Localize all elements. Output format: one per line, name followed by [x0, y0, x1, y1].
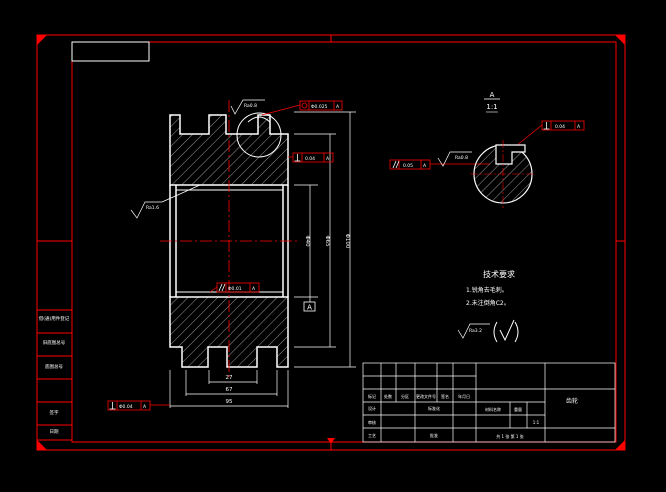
- tb-material: 材料名称: [485, 406, 501, 412]
- gdt-coax-value: Φ0.025: [311, 104, 328, 110]
- tech-req-title: 技术要求: [483, 269, 515, 279]
- roughness-left: Ra1.6: [146, 205, 159, 211]
- dim-phi100: Φ100: [344, 234, 350, 249]
- gdt-bore-value: Φ0.01: [228, 286, 242, 292]
- tech-req-item-1: 1.锐角去毛刺。: [466, 286, 508, 294]
- tb-mass-label: 重量: [514, 406, 522, 412]
- tb-standard: 标准化: [428, 405, 440, 411]
- tb-process: 工艺: [368, 433, 376, 438]
- dim-phi65: Φ65: [324, 235, 330, 247]
- dim-67: 67: [226, 387, 233, 393]
- roughness-top: Ra0.8: [244, 103, 257, 109]
- tb-label-change: 更改文件号: [416, 393, 436, 399]
- gdt-bore-datum: A: [252, 286, 256, 292]
- roughness-symbols: [130, 99, 490, 339]
- side-strip-text-2: 旧底图总号: [43, 339, 66, 346]
- gdt-perp-right-datum: A: [326, 156, 330, 162]
- section-scale: 1:1: [486, 103, 497, 111]
- gdt-parallel-value: 0.05: [403, 163, 413, 169]
- gdt-symbols: [109, 122, 550, 410]
- tb-label-sign: 签名: [441, 393, 449, 399]
- tb-label-mark: 标记: [368, 393, 376, 399]
- gdt-perp-bottom-value: Φ0.04: [119, 404, 133, 410]
- dim-phi40: Φ40: [304, 235, 310, 247]
- roughness-general: Ra3.2: [469, 328, 482, 334]
- datum-a-symbol: [303, 297, 316, 312]
- side-strip-text-4: 签字: [50, 409, 59, 416]
- datum-a-letter: A: [307, 304, 312, 312]
- dim-95: 95: [226, 399, 233, 405]
- tb-part-name: 齿轮: [566, 397, 578, 405]
- gdt-perp-section-value: 0.04: [555, 124, 565, 130]
- tb-ratio: 1:1: [533, 420, 540, 425]
- dim-27: 27: [226, 375, 233, 381]
- section-letter: A: [490, 91, 495, 99]
- roughness-default-symbol: [493, 319, 519, 343]
- side-strip: [36, 309, 73, 441]
- gdt-coax-datum: A: [336, 104, 340, 110]
- side-strip-text-1: 借(通)用件登记: [39, 315, 70, 322]
- tb-label-count: 处数: [384, 393, 392, 399]
- side-strip-text-5: 日期: [50, 429, 59, 435]
- tb-label-zone: 分区: [401, 393, 409, 399]
- tech-req-item-2: 2.未注倒角C2。: [466, 299, 510, 307]
- tb-designer: 设计: [368, 405, 376, 411]
- gdt-parallel-datum: A: [423, 163, 427, 169]
- roughness-section: Ra0.8: [455, 155, 468, 161]
- title-block: [362, 362, 616, 443]
- gdt-frames: [107, 100, 585, 411]
- dimension-lines: [169, 111, 356, 408]
- gdt-perp-section-datum: A: [577, 124, 581, 130]
- tb-sheet: 共 1 张 第 1 张: [496, 433, 523, 439]
- gdt-perp-bottom-datum: A: [143, 404, 147, 410]
- tb-label-date: 年月日: [458, 393, 470, 399]
- part-section-view: [160, 100, 300, 380]
- tb-approve: 批准: [430, 432, 438, 438]
- gdt-perp-right-value: 0.04: [305, 156, 315, 162]
- tb-review: 审核: [368, 419, 376, 425]
- section-view-a: [470, 98, 536, 208]
- drawing-border: [36, 34, 626, 451]
- side-strip-text-3: 底图总号: [45, 363, 63, 370]
